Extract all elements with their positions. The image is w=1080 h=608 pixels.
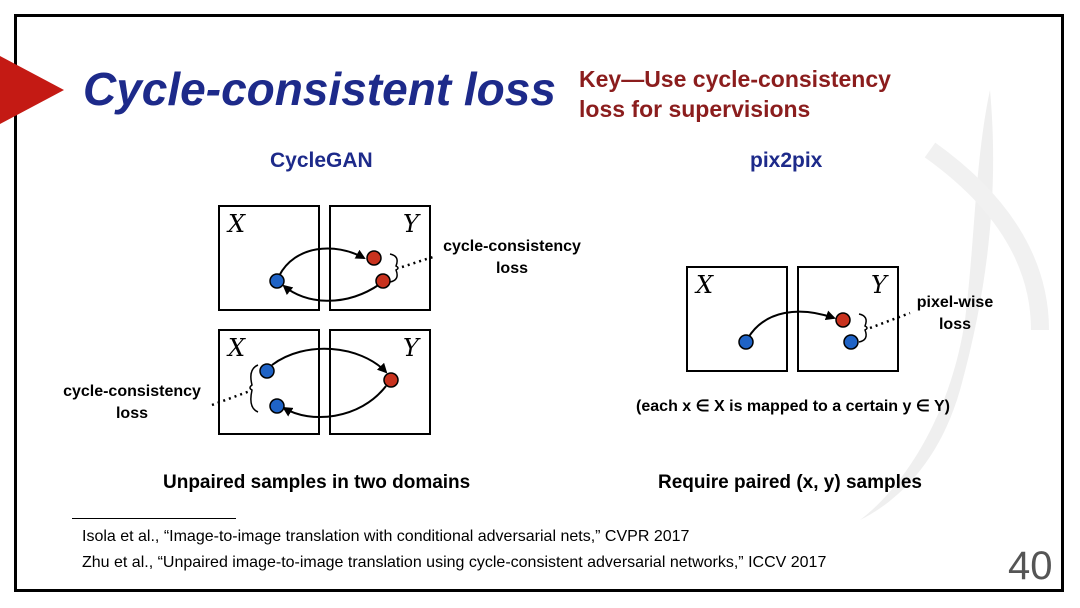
cyclegan-top-loss-label: cycle-consistency loss	[432, 236, 592, 280]
key-note: Key—Use cycle-consistency loss for super…	[579, 64, 891, 124]
cyclegan-top-loss-label-line2: loss	[495, 260, 528, 277]
cyclegan-top-y-letter: Y	[403, 210, 419, 238]
pix2pix-loss-label: pixel-wise loss	[900, 292, 1010, 336]
cyclegan-bottom-x-dot	[259, 363, 275, 379]
cyclegan-top-x-dot	[269, 273, 285, 289]
cyclegan-bottom-y-letter: Y	[403, 334, 419, 362]
pix2pix-y-letter: Y	[871, 271, 887, 299]
slide-marker-arrow-icon	[0, 56, 64, 124]
cyclegan-bottom-loss-label-line2: loss	[115, 405, 148, 422]
pix2pix-loss-label-line2: loss	[938, 316, 971, 333]
pix2pix-loss-label-line1: pixel-wise	[916, 294, 994, 311]
cyclegan-caption: Unpaired samples in two domains	[163, 472, 471, 493]
cyclegan-bottom-y-box	[329, 329, 431, 435]
cyclegan-bottom-brace	[249, 364, 259, 413]
pix2pix-x-letter: X	[696, 271, 714, 299]
slide-title: Cycle-consistent loss	[83, 63, 556, 115]
reference-isola: Isola et al., “Image-to-image translatio…	[82, 528, 690, 545]
key-note-line1: Key—Use cycle-consistency	[579, 66, 891, 92]
cyclegan-top-forward-arrow	[278, 247, 366, 277]
cyclegan-bottom-x-recon-dot	[269, 398, 285, 414]
cyclegan-top-loss-label-line1: cycle-consistency	[443, 238, 581, 255]
pix2pix-x-box	[686, 266, 788, 372]
cyclegan-bottom-backward-arrow	[282, 385, 387, 418]
pix2pix-mapping-arrow	[747, 310, 836, 339]
cyclegan-top-brace	[389, 253, 399, 283]
cyclegan-bottom-loss-label-line1: cycle-consistency	[63, 383, 201, 400]
cyclegan-bottom-forward-arrow	[271, 347, 388, 374]
pix2pix-x-dot	[738, 334, 754, 350]
cyclegan-top-backward-arrow	[282, 283, 381, 302]
pix2pix-y-target-dot	[835, 312, 851, 328]
cyclegan-top-y-recon-dot	[375, 273, 391, 289]
references: Isola et al., “Image-to-image translatio…	[82, 524, 826, 576]
pix2pix-dotted-leader	[869, 311, 911, 330]
pix2pix-brace	[858, 313, 868, 343]
cyclegan-bottom-y-dot	[383, 372, 399, 388]
pix2pix-heading: pix2pix	[750, 149, 823, 172]
cyclegan-heading: CycleGAN	[270, 149, 373, 172]
reference-zhu: Zhu et al., “Unpaired image-to-image tra…	[82, 554, 827, 571]
cyclegan-bottom-x-letter: X	[228, 334, 246, 362]
pix2pix-caption: Require paired (x, y) samples	[658, 472, 922, 493]
cyclegan-bottom-dotted-leader	[211, 389, 251, 407]
slide-frame	[14, 14, 1064, 592]
pix2pix-y-pred-dot	[843, 334, 859, 350]
cyclegan-bottom-x-box	[218, 329, 320, 435]
cyclegan-top-y-dot	[366, 250, 382, 266]
cyclegan-top-x-box	[218, 205, 320, 311]
key-note-line2: loss for supervisions	[579, 96, 811, 122]
page-number: 40	[1008, 544, 1053, 588]
cyclegan-bottom-loss-label: cycle-consistency loss	[52, 381, 212, 425]
reference-divider	[72, 518, 236, 519]
cyclegan-top-x-letter: X	[228, 210, 246, 238]
pix2pix-mapping-note: (each x ∈ X is mapped to a certain y ∈ Y…	[636, 398, 950, 415]
